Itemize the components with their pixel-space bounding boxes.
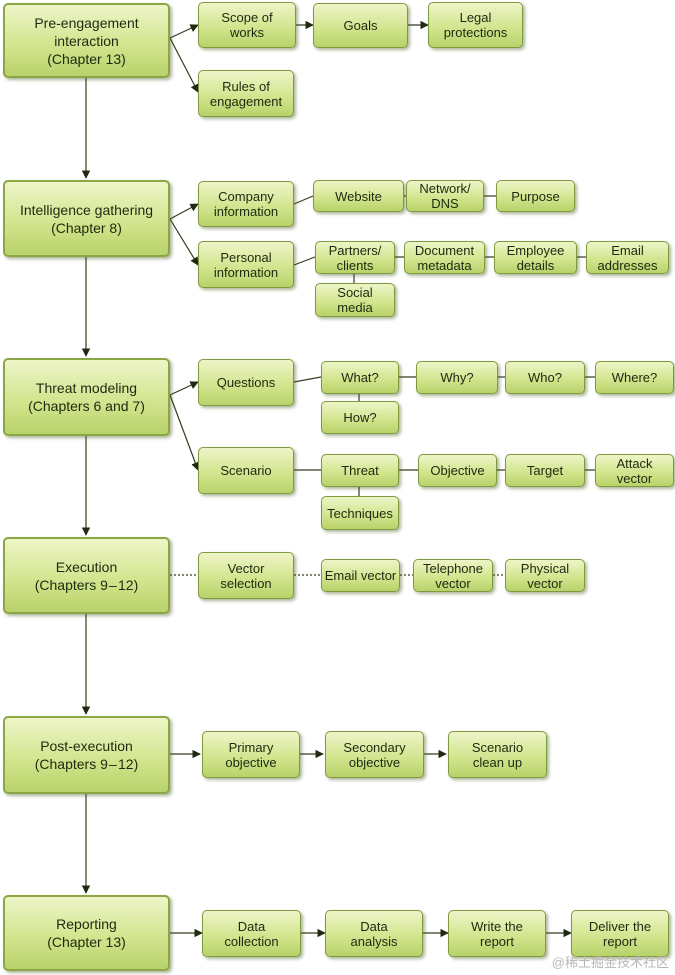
arrow-threat-to-questions	[169, 381, 199, 396]
arrow-intel-to-company	[169, 203, 199, 220]
box-scope-of-works: Scope of works	[198, 2, 296, 48]
phase-threat-modeling: Threat modeling (Chapters 6 and 7)	[3, 358, 170, 436]
box-how: How?	[321, 401, 399, 434]
box-scenario-clean-up: Scenario clean up	[448, 731, 547, 778]
watermark: @稀土掘金技术社区	[551, 955, 669, 970]
box-network-dns: Network/ DNS	[406, 180, 484, 212]
phase-pre-engagement: Pre-engagement interaction (Chapter 13)	[3, 3, 170, 78]
line-questions-what	[293, 376, 322, 383]
arrow-pre-to-rules	[169, 37, 199, 93]
box-primary-objective: Primary objective	[202, 731, 300, 778]
box-target: Target	[505, 454, 585, 487]
box-data-collection: Data collection	[202, 910, 301, 957]
box-company-information: Company information	[198, 181, 294, 227]
box-email-vector: Email vector	[321, 559, 400, 592]
box-rules-of-engagement: Rules of engagement	[198, 70, 294, 117]
box-legal-protections: Legal protections	[428, 2, 523, 48]
box-secondary-objective: Secondary objective	[325, 731, 424, 778]
box-attack-vector: Attack vector	[595, 454, 674, 487]
phase-execution: Execution (Chapters 9 – 12)	[3, 537, 170, 614]
box-why: Why?	[416, 361, 498, 394]
phase-reporting: Reporting (Chapter 13)	[3, 895, 170, 971]
box-document-metadata: Document metadata	[404, 241, 485, 274]
box-deliver-the-report: Deliver the report	[571, 910, 669, 957]
box-techniques: Techniques	[321, 496, 399, 530]
arrow-pre-to-scope	[169, 24, 199, 39]
box-objective: Objective	[418, 454, 497, 487]
box-telephone-vector: Telephone vector	[413, 559, 493, 592]
box-physical-vector: Physical vector	[505, 559, 585, 592]
arrow-intel-to-personal	[169, 218, 199, 266]
box-vector-selection: Vector selection	[198, 552, 294, 599]
box-scenario: Scenario	[198, 447, 294, 494]
line-company-website	[293, 195, 314, 205]
box-threat: Threat	[321, 454, 399, 487]
box-who: Who?	[505, 361, 585, 394]
box-social-media: Social media	[315, 283, 395, 317]
box-write-the-report: Write the report	[448, 910, 546, 957]
box-where: Where?	[595, 361, 674, 394]
box-data-analysis: Data analysis	[325, 910, 423, 957]
box-goals: Goals	[313, 3, 408, 48]
phase-intelligence-gathering: Intelligence gathering (Chapter 8)	[3, 180, 170, 257]
box-purpose: Purpose	[496, 180, 575, 212]
box-questions: Questions	[198, 359, 294, 406]
line-personal-partners	[293, 256, 316, 266]
box-what: What?	[321, 361, 399, 394]
phase-post-execution: Post-execution (Chapters 9 – 12)	[3, 716, 170, 794]
box-personal-information: Personal information	[198, 241, 294, 288]
box-employee-details: Employee details	[494, 241, 577, 274]
box-email-addresses: Email addresses	[586, 241, 669, 274]
box-website: Website	[313, 180, 404, 212]
box-partners-clients: Partners/ clients	[315, 241, 395, 274]
arrow-threat-to-scenario	[169, 394, 200, 471]
